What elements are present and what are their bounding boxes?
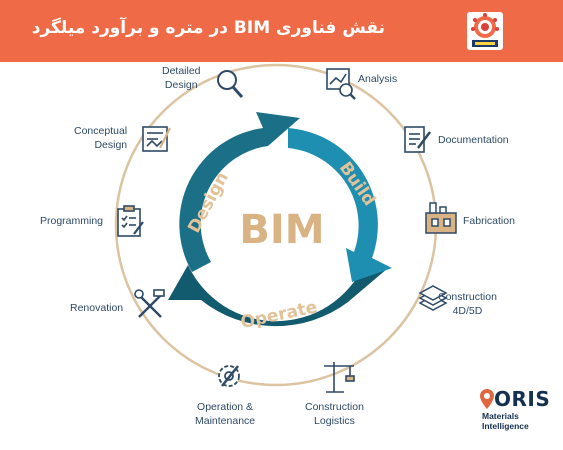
stage-label-operation-maintenance: Operation & Maintenance <box>195 401 256 427</box>
stage-label-conceptual-design: Conceptual Design <box>74 125 128 151</box>
center-label: BIM <box>239 207 324 253</box>
gear-wrench-icon <box>218 365 240 387</box>
operate-segment <box>168 265 388 327</box>
design-segment <box>179 112 300 272</box>
brand-name: ORIS <box>494 387 551 411</box>
crane-icon <box>324 362 355 393</box>
banner-title: نقش فناوری BIM در متره و برآورد میلگرد <box>31 18 385 38</box>
stage-label-construction-logistics: Construction Logistics <box>305 401 364 427</box>
chart-analysis-icon <box>326 68 356 100</box>
stage-label-programming: Programming <box>40 215 104 227</box>
stage-label-renovation: Renovation <box>70 302 124 314</box>
clipboard-checklist-icon <box>117 205 144 237</box>
brand-tagline: Materials Intelligence <box>482 411 529 431</box>
stage-label-detailed-design: Detailed Design <box>162 65 201 91</box>
factory-icon <box>425 202 457 234</box>
layers-stack-icon <box>418 285 448 311</box>
brand-logo: ORIS Materials Intelligence <box>480 387 560 437</box>
stage-label-fabrication: Fabrication <box>463 215 515 227</box>
build-segment <box>288 128 392 282</box>
blueprint-icon <box>142 126 171 152</box>
segment-label-operate: Operate <box>239 297 319 333</box>
location-pin-icon <box>480 389 494 409</box>
bim-cycle-diagram: Design Build Operate BIM <box>114 63 457 393</box>
stage-label-analysis: Analysis <box>358 73 398 85</box>
stage-label-construction-4d5d: Construction 4D/5D <box>438 291 497 317</box>
magnifier-icon <box>217 70 244 99</box>
header-banner: نقش فناوری BIM در متره و برآورد میلگرد <box>0 0 563 62</box>
stage-label-documentation: Documentation <box>438 134 509 146</box>
document-edit-icon <box>404 126 431 153</box>
hammer-wrench-icon <box>134 289 165 318</box>
company-emblem-icon <box>467 12 503 50</box>
